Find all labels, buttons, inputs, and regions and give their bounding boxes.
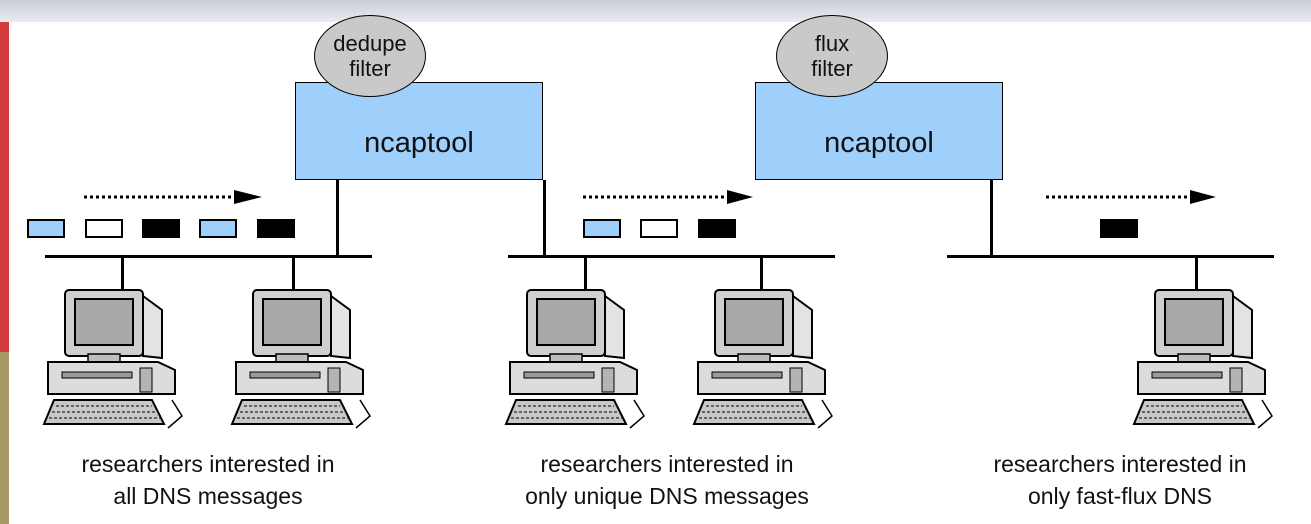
packet-white: [85, 219, 123, 238]
desktop-computer-icon: [42, 289, 183, 429]
packet-black: [698, 219, 736, 238]
slide-edge-olive: [0, 352, 9, 524]
packet-white: [640, 219, 678, 238]
drop-line-1: [336, 180, 339, 257]
packet-blue: [199, 219, 237, 238]
drop-line-3: [990, 180, 993, 257]
network-bus-2: [508, 255, 835, 258]
network-bus-1: [45, 255, 372, 258]
pc-drop-1: [121, 256, 124, 292]
desktop-computer-icon: [230, 289, 371, 429]
slide-edge-red: [0, 22, 9, 352]
desktop-computer-icon: [1132, 289, 1273, 429]
ncaptool-box-1: ncaptool: [295, 82, 543, 180]
ncaptool-label-2: ncaptool: [824, 127, 934, 159]
network-bus-3: [947, 255, 1274, 258]
pc-drop-5: [1195, 256, 1198, 292]
packet-black: [257, 219, 295, 238]
caption-group-3: researchers interested in only fast-flux…: [993, 451, 1247, 509]
ncaptool-label-1: ncaptool: [364, 127, 474, 159]
slide-top-bar: [0, 0, 1311, 22]
dotted-arrow-icon: [583, 190, 753, 204]
packet-blue: [583, 219, 621, 238]
caption-group-2: researchers interested in only unique DN…: [525, 451, 809, 509]
pc-drop-3: [584, 256, 587, 292]
dedupe-filter-bubble: dedupe filter: [314, 15, 426, 97]
desktop-computer-icon: [504, 289, 645, 429]
dotted-arrow-icon: [1046, 190, 1216, 204]
drop-line-2: [543, 180, 546, 257]
caption-group-1: researchers interested in all DNS messag…: [81, 451, 335, 509]
ncaptool-box-2: ncaptool: [755, 82, 1003, 180]
packet-blue: [27, 219, 65, 238]
packet-black: [1100, 219, 1138, 238]
desktop-computer-icon: [692, 289, 833, 429]
dotted-arrow-icon: [84, 190, 262, 204]
packet-black: [142, 219, 180, 238]
pc-drop-4: [760, 256, 763, 292]
pc-drop-2: [292, 256, 295, 292]
flux-filter-bubble: flux filter: [776, 15, 888, 97]
